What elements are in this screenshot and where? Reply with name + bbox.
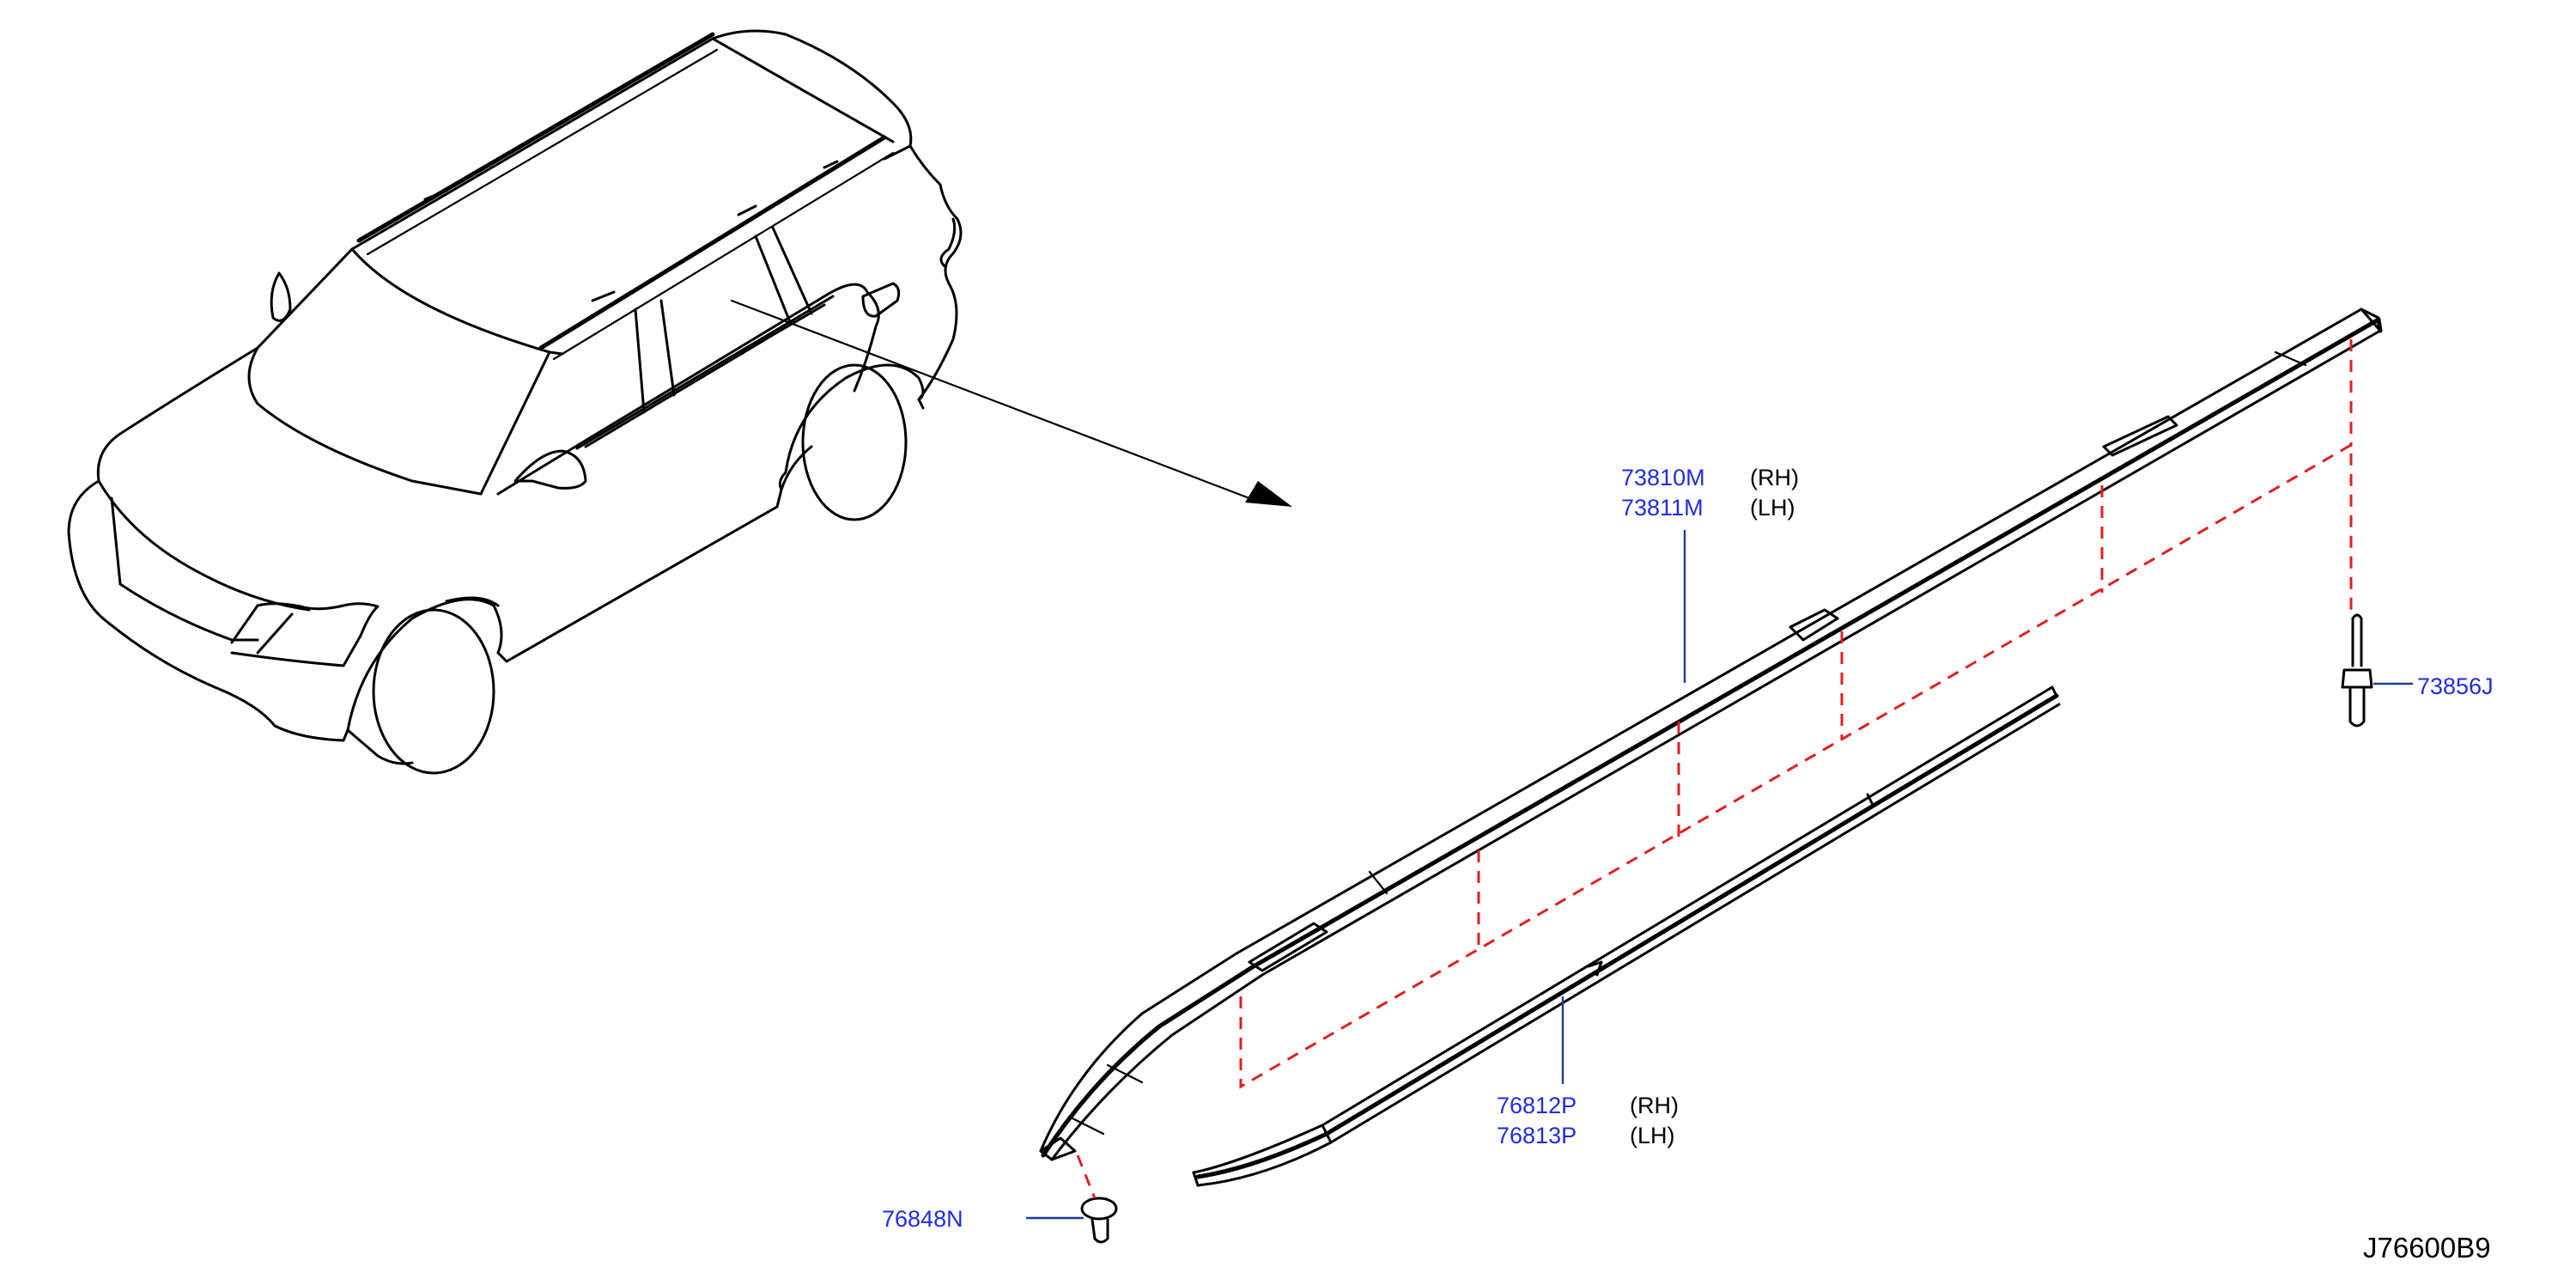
suv-outline-icon — [67, 29, 963, 775]
callout-leaders — [1026, 530, 2413, 1220]
callout-stud-bolt: 73856J — [2417, 673, 2494, 699]
part-number: 76848N — [882, 1206, 963, 1232]
side-label-rh: (RH) — [1750, 465, 1799, 490]
drip-molding-part — [1192, 685, 2061, 1187]
side-label-lh: (LH) — [1630, 1123, 1675, 1148]
diagram-code: J76600B9 — [2363, 1232, 2491, 1264]
side-label-rh: (RH) — [1630, 1093, 1679, 1118]
roof-rail-part — [1039, 308, 2383, 1161]
side-label-lh: (LH) — [1750, 495, 1795, 521]
part-number-rh: 73810M — [1621, 465, 1705, 490]
part-number-lh: 73811M — [1621, 495, 1704, 521]
part-number-lh: 76813P — [1497, 1123, 1577, 1148]
stud-bolt-icon — [2341, 613, 2373, 728]
callout-drip-molding: 76812P (RH) 76813P (LH) — [1497, 1093, 1679, 1148]
part-number-rh: 76812P — [1497, 1093, 1577, 1118]
part-number: 73856J — [2417, 673, 2494, 699]
callout-clip: 76848N — [882, 1206, 963, 1232]
callout-roof-rail: 73810M (RH) 73811M (LH) — [1621, 465, 1799, 521]
detail-arrow-icon — [730, 299, 1292, 507]
push-clip-icon — [1080, 1197, 1118, 1244]
assembly-lines — [1076, 339, 2353, 1199]
